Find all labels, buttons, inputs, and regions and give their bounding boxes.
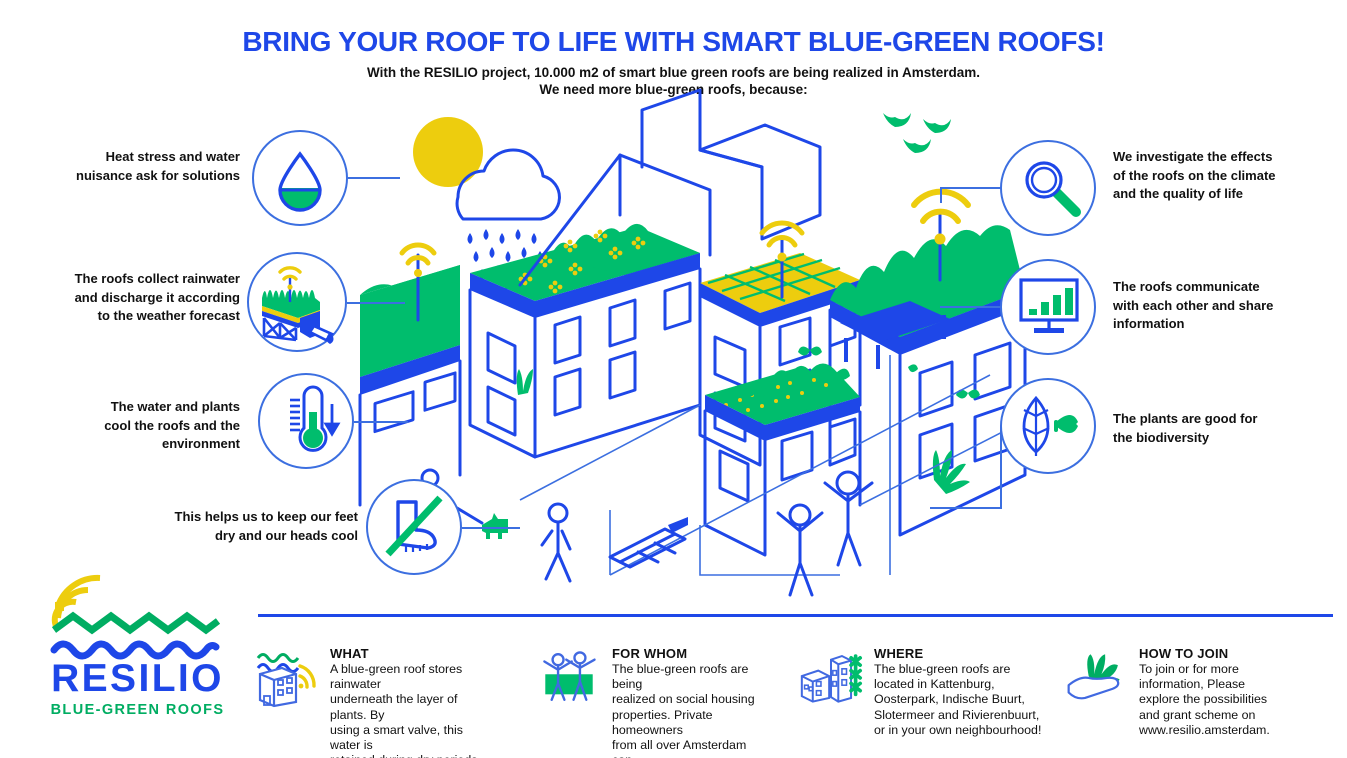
building-front-green: [703, 363, 862, 557]
subtitle-line-1: With the RESILIO project, 10.000 m2 of s…: [366, 65, 981, 80]
callout-text: The water and plants cool the roofs and …: [104, 399, 240, 451]
side-plant-icon: [516, 369, 533, 395]
tile-accent: [668, 517, 688, 533]
callout-leader: [347, 302, 405, 304]
callout-text: The roofs communicate with each other an…: [1113, 279, 1274, 331]
callout-text: The plants are good for the biodiversity: [1113, 411, 1258, 445]
callout-text: We investigate the effects of the roofs …: [1113, 149, 1276, 201]
footer-title: HOW TO JOIN: [1139, 646, 1229, 661]
city-illustration: .bl { fill:none; stroke:#1E47E8; stroke-…: [358, 88, 1027, 597]
callout-leader: [354, 421, 408, 423]
person-walking: [540, 502, 572, 583]
page-title: BRING YOUR ROOF TO LIFE WITH SMART BLUE-…: [242, 26, 1105, 57]
pavement-tiles: [608, 527, 687, 569]
footer-title: WHERE: [874, 646, 924, 661]
magnifier-icon: [1025, 161, 1081, 217]
logo-mark: [50, 574, 221, 660]
wifi-icon-2: [759, 220, 805, 248]
callout-text: Heat stress and water nuisance ask for s…: [76, 149, 240, 183]
thermometer-icon: [290, 385, 341, 452]
footer-body: HOW TO JOIN To join or for more informat…: [1139, 646, 1270, 738]
callout-leader-vertical: [940, 187, 942, 203]
footer-text: The blue-green roofs are located in Katt…: [874, 662, 1042, 737]
footer-text: A blue-green roof stores rainwater under…: [330, 662, 481, 758]
wall-plant-icon: [932, 450, 970, 494]
street-lines: [519, 355, 1021, 576]
callout-leader: [940, 187, 1002, 189]
building-waves-icon: [256, 653, 316, 708]
rain-boot-icon: [385, 495, 443, 557]
resilio-logo: RESILIO BLUE-GREEN ROOFS: [40, 572, 235, 722]
callout-text: The roofs collect rainwater and discharg…: [74, 271, 240, 323]
callout-leader: [462, 527, 520, 529]
water-drop-icon: [278, 151, 322, 212]
footer-body: FOR WHOM The blue-green roofs are being …: [612, 646, 768, 758]
monitor-chart-icon: [1019, 278, 1079, 333]
footer-text: To join or for more information, Please …: [1139, 662, 1270, 737]
hand-plant-icon: [1067, 654, 1120, 700]
person-arms-up-2: [823, 470, 874, 567]
callout-leader: [930, 507, 1002, 509]
wifi-icon-1: [399, 242, 437, 266]
sun-icon: [413, 117, 483, 187]
butterflies-icon: [744, 346, 980, 399]
people-icon: [543, 651, 596, 701]
footer-title: FOR WHOM: [612, 646, 688, 661]
callout-leader: [940, 306, 1002, 308]
footer-body: WHERE The blue-green roofs are located i…: [874, 646, 1041, 738]
person-arms-up-1: [776, 503, 824, 597]
callout-leader-vertical: [1000, 426, 1002, 508]
callout-leader: [348, 177, 400, 179]
page-subtitle: With the RESILIO project, 10.000 m2 of s…: [0, 64, 1347, 98]
smart-roof-valve-icon: [262, 266, 335, 344]
leaf-butterfly-icon: [1022, 395, 1078, 456]
subtitle-line-2: We need more blue-green roofs, because:: [539, 82, 808, 97]
logo-tagline: BLUE-GREEN ROOFS: [50, 702, 225, 718]
footer-body: WHAT A blue-green roof stores rainwater …: [330, 646, 496, 758]
footer-text: The blue-green roofs are being realized …: [612, 662, 755, 758]
city-plants-icon: [800, 654, 862, 703]
building-flower-roof: [468, 223, 702, 459]
logo-wordmark: RESILIO: [51, 657, 224, 700]
dog-icon: [482, 513, 508, 539]
footer-divider: [258, 614, 1333, 617]
roof-bench: [840, 301, 950, 369]
footer-title: WHAT: [330, 646, 369, 661]
building-tall-back: [518, 88, 822, 287]
callout-text: This helps us to keep our feet dry and o…: [174, 509, 358, 543]
birds-icon: [883, 113, 951, 153]
building-left: [358, 242, 462, 507]
